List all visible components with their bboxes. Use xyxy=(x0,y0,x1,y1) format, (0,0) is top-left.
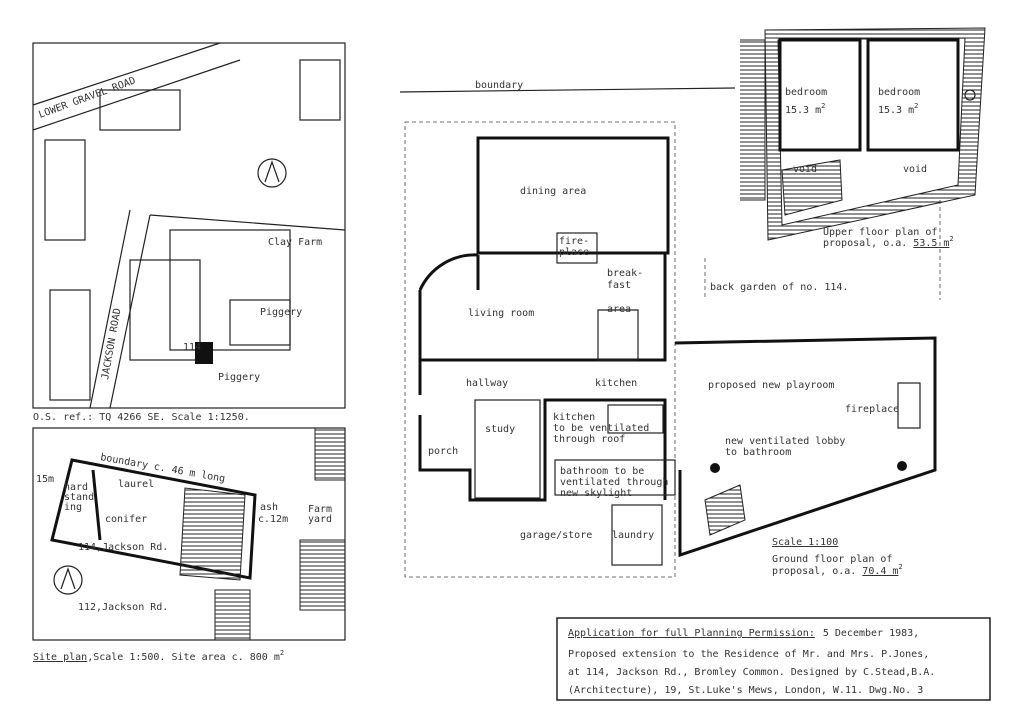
room-label: place xyxy=(559,247,589,258)
room-label: area xyxy=(607,304,631,315)
room-label: dining area xyxy=(520,186,586,197)
site-label: 15m xyxy=(36,474,54,485)
room-label: bathroom to be xyxy=(560,466,644,477)
site-label: hard xyxy=(64,482,88,493)
site-label: ash xyxy=(260,502,278,513)
room-label: to bathroom xyxy=(725,447,791,458)
site-label: Farm xyxy=(308,504,332,515)
room-label: laundry xyxy=(612,530,654,541)
room-label: hallway xyxy=(466,378,508,389)
site-label: conifer xyxy=(105,514,147,525)
room-label: garage/store xyxy=(520,530,592,541)
site-label: ing xyxy=(64,502,82,513)
title-line: at 114, Jackson Rd., Bromley Common. Des… xyxy=(568,667,935,678)
map-label: Piggery xyxy=(218,372,260,383)
plan-label: boundary xyxy=(475,80,523,91)
room-label: fast xyxy=(607,280,631,291)
room-label: kitchen xyxy=(595,378,637,389)
site-label: 114,Jackson Rd. xyxy=(78,542,168,553)
room-label: void xyxy=(793,164,817,175)
room-label: new skylight xyxy=(560,488,632,499)
site-label: c.12m xyxy=(258,514,288,525)
site-caption: Site plan,Scale 1:500. Site area c. 800 … xyxy=(33,649,284,663)
title-heading: Application for full Planning Permission… xyxy=(568,628,919,639)
room-label: proposed new playroom xyxy=(708,380,834,391)
plan-caption: Upper floor plan of xyxy=(823,227,937,238)
title-line: Proposed extension to the Residence of M… xyxy=(568,649,929,660)
map-label: Piggery xyxy=(260,307,302,318)
plan-caption: proposal, o.a.70.4 m2 xyxy=(772,563,903,577)
site-label: 112,Jackson Rd. xyxy=(78,602,168,613)
road-label: JACKSON ROAD xyxy=(100,307,123,380)
room-label: 15.3 m2 xyxy=(785,102,825,116)
plan-label: back garden of no. 114. xyxy=(710,282,848,293)
plan-caption: proposal, o.a.53.5 m2 xyxy=(823,235,954,249)
plan-caption: Ground floor plan of xyxy=(772,554,892,565)
room-label: living room xyxy=(468,308,534,319)
title-line: (Architecture), 19, St.Luke's Mews, Lond… xyxy=(568,685,923,696)
room-label: 15.3 m2 xyxy=(878,102,918,116)
map-label: 114 xyxy=(183,342,201,353)
title-block: Application for full Planning Permission… xyxy=(556,617,991,701)
room-label: new ventilated lobby xyxy=(725,436,845,447)
upper-floor-plan: bedroom 15.3 m2 bedroom 15.3 m2 void voi… xyxy=(740,27,986,249)
room-label: break- xyxy=(607,268,643,279)
location-map: LOWER GRAVEL ROAD JACKSON ROAD Clay Farm… xyxy=(32,42,346,423)
room-label: bedroom xyxy=(785,87,827,98)
room-label: fire- xyxy=(559,236,589,247)
ground-floor-plan: boundary dining area fire- place break- … xyxy=(399,80,941,578)
room-label: kitchen xyxy=(553,412,595,423)
map-caption: O.S. ref.: TQ 4266 SE. Scale 1:1250. xyxy=(33,412,250,423)
room-label: to be ventilated xyxy=(553,423,649,434)
room-label: porch xyxy=(428,446,458,457)
room-label: void xyxy=(903,164,927,175)
room-label: study xyxy=(485,424,515,435)
map-label: Clay Farm xyxy=(268,237,322,248)
room-label: bedroom xyxy=(878,87,920,98)
site-label: stand xyxy=(64,492,94,503)
site-plan: boundary c. 46 m long 15m hard stand ing… xyxy=(32,427,346,663)
scale-label: Scale 1:100 xyxy=(772,537,838,548)
site-label: laurel xyxy=(118,479,154,490)
room-label: fireplace xyxy=(845,404,899,415)
site-label: yard xyxy=(308,514,332,525)
room-label: through roof xyxy=(553,434,625,445)
room-label: ventilated through xyxy=(560,477,668,488)
